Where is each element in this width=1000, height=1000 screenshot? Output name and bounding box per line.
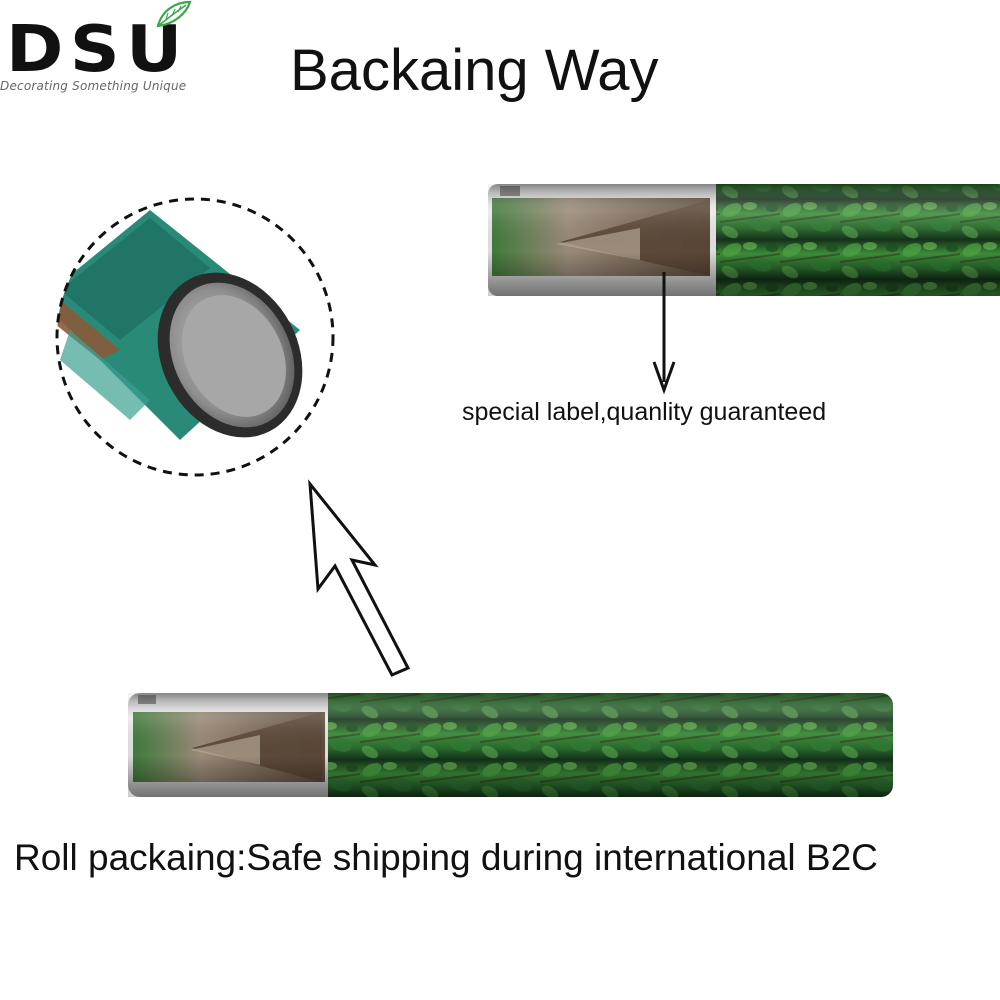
roll-packaging-caption: Roll packaing:Safe shipping during inter…: [14, 837, 878, 878]
leaf-icon: [156, 0, 192, 28]
logo-tagline: Decorating Something Unique: [0, 79, 187, 93]
page-title: Backaing Way: [290, 38, 659, 103]
label-caption: special label,quanlity guaranteed: [462, 398, 827, 426]
zoom-detail-circle: [55, 197, 335, 477]
logo: DSU Decorating Something Unique: [0, 0, 215, 105]
bottom-roll: [128, 693, 893, 797]
label-pointer-arrow: [652, 272, 676, 395]
logo-brand: DSU: [6, 13, 189, 87]
zoom-arrow: [308, 479, 411, 677]
top-roll: [488, 184, 1000, 296]
